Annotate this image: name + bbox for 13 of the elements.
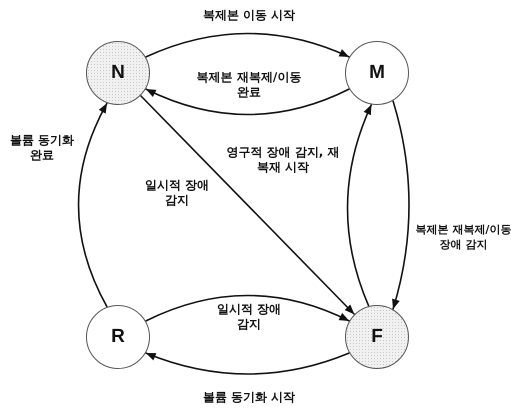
- state-label: R: [111, 326, 125, 348]
- arrow: [145, 352, 350, 375]
- arrow: [145, 32, 350, 58]
- arrow: [145, 88, 350, 116]
- state-label: F: [371, 326, 383, 348]
- arrow: [140, 95, 355, 315]
- arrow: [392, 100, 410, 310]
- state-label: M: [369, 62, 385, 84]
- edge-label: 복제본 재복제/이동 장애 감지: [414, 222, 511, 252]
- arrow: [78, 102, 108, 308]
- state-label: N: [111, 62, 125, 84]
- arrow: [145, 294, 350, 322]
- arrow: [346, 104, 372, 306]
